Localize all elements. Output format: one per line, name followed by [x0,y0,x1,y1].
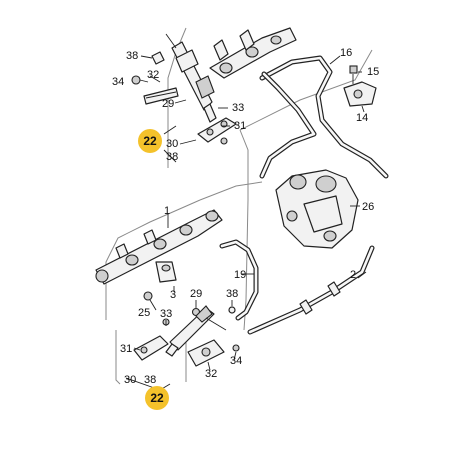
label-1: 1 [164,205,170,217]
upper-fuel-rail [209,27,297,79]
label-38-top: 38 [126,50,138,62]
label-14: 14 [356,112,368,124]
label-34-top: 34 [112,76,124,88]
pressure-sensor [155,261,177,283]
label-15: 15 [367,66,379,78]
callout-badge-bottom: 22 [145,386,169,410]
lower-injector [165,305,227,357]
label-31-low: 31 [120,343,132,355]
return-fuel-line [259,55,389,179]
part-labels: 38 32 34 29 33 31 30 38 16 15 14 26 1 19… [112,47,379,386]
callout-badge-top: 22 [138,129,162,153]
label-30-top: 30 [166,138,178,150]
bolt-25 [143,291,157,311]
label-32-low: 32 [205,368,217,380]
upper-bolt-and-clamp [131,51,179,105]
leader-lines [125,55,367,391]
label-38-bottom: 38 [144,374,156,386]
upper-injector [165,33,217,123]
label-33-top: 33 [232,102,244,114]
label-33-low: 33 [160,308,172,320]
sensor-assembly [343,65,377,107]
label-2: 2 [350,269,356,281]
upper-clamp-bracket [197,117,237,145]
label-38-low: 38 [226,288,238,300]
high-pressure-line-lower [247,245,375,335]
label-16: 16 [340,47,352,59]
label-31-top: 31 [234,120,246,132]
lower-fuel-rail [95,209,223,285]
fuel-line-19 [219,239,259,321]
label-3: 3 [170,289,176,301]
label-25: 25 [138,307,150,319]
callout-bottom-label: 22 [150,391,164,405]
label-32-top: 32 [147,69,159,81]
label-26: 26 [362,201,374,213]
lower-clamp-and-flange [133,318,240,367]
label-19: 19 [234,269,246,281]
label-29-low: 29 [190,288,202,300]
callout-top-label: 22 [143,134,157,148]
label-38-mid: 38 [166,151,178,163]
high-pressure-pump [275,169,359,249]
high-pressure-line-upper [259,71,317,179]
label-30-low: 30 [124,374,136,386]
label-29-top: 29 [162,98,174,110]
label-34-low: 34 [230,355,242,367]
